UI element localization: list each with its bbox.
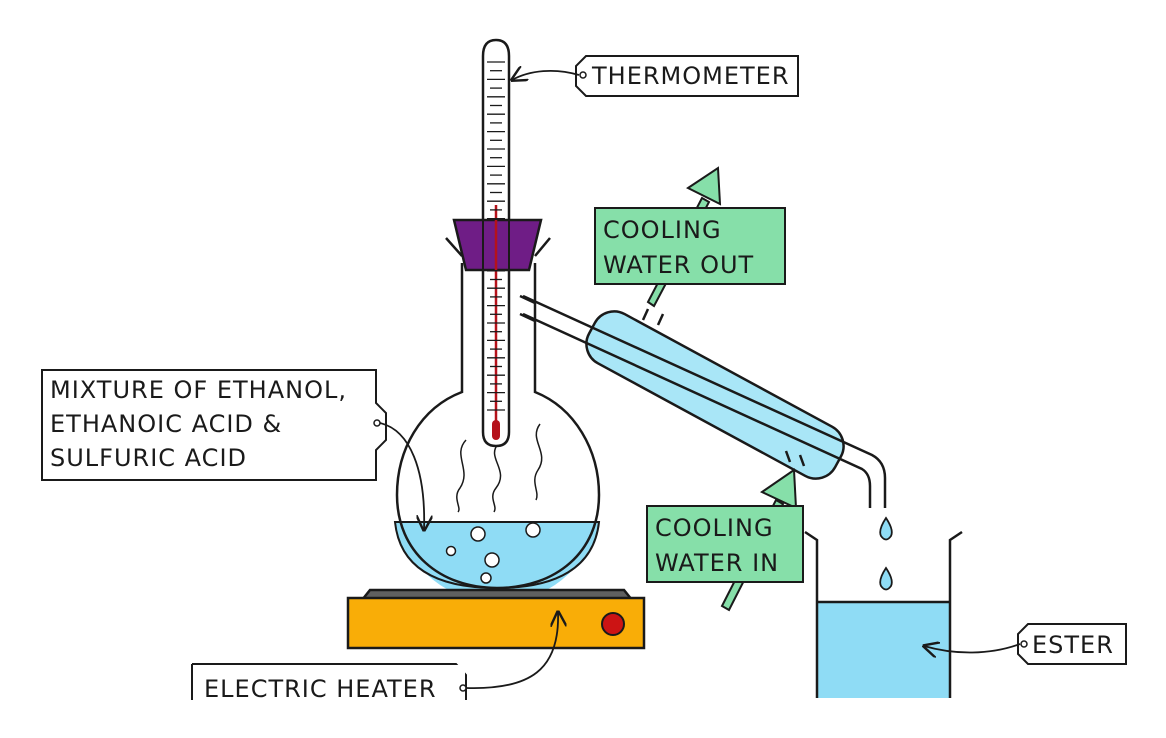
cooling-in-line-1: COOLING (655, 514, 774, 542)
round-bottom-flask (393, 237, 601, 603)
ester-droplet (879, 516, 893, 541)
cooling-water-out-label: COOLING WATER OUT (594, 207, 786, 285)
ester-droplet (879, 566, 893, 591)
heater-knob (601, 612, 625, 636)
heater-label: ELECTRIC HEATER (191, 612, 558, 703)
mixture-label-line-1: MIXTURE OF ETHANOL, (50, 376, 347, 404)
rubber-stopper (452, 218, 543, 272)
beaker (804, 516, 963, 698)
mixture-label-line-3: SULFURIC ACID (50, 444, 247, 472)
thermometer-scale-ticks (487, 61, 505, 411)
condenser (522, 294, 887, 508)
thermometer-label-text: THERMOMETER (591, 62, 790, 90)
heater-label-text: ELECTRIC HEATER (204, 675, 437, 703)
ester-label-text: ESTER (1032, 631, 1114, 659)
cooling-out-line-1: COOLING (603, 216, 722, 244)
cooling-water-in-label: COOLING WATER IN (646, 505, 804, 583)
cooling-out-line-2: WATER OUT (603, 251, 754, 279)
thermometer-label: THERMOMETER (512, 55, 799, 97)
ester-label: ESTER (924, 623, 1127, 665)
cooling-in-line-2: WATER IN (655, 549, 779, 577)
electric-heater (346, 588, 646, 650)
mixture-label: MIXTURE OF ETHANOL, ETHANOIC ACID & SULF… (41, 369, 424, 530)
mixture-label-line-2: ETHANOIC ACID & (50, 410, 282, 438)
